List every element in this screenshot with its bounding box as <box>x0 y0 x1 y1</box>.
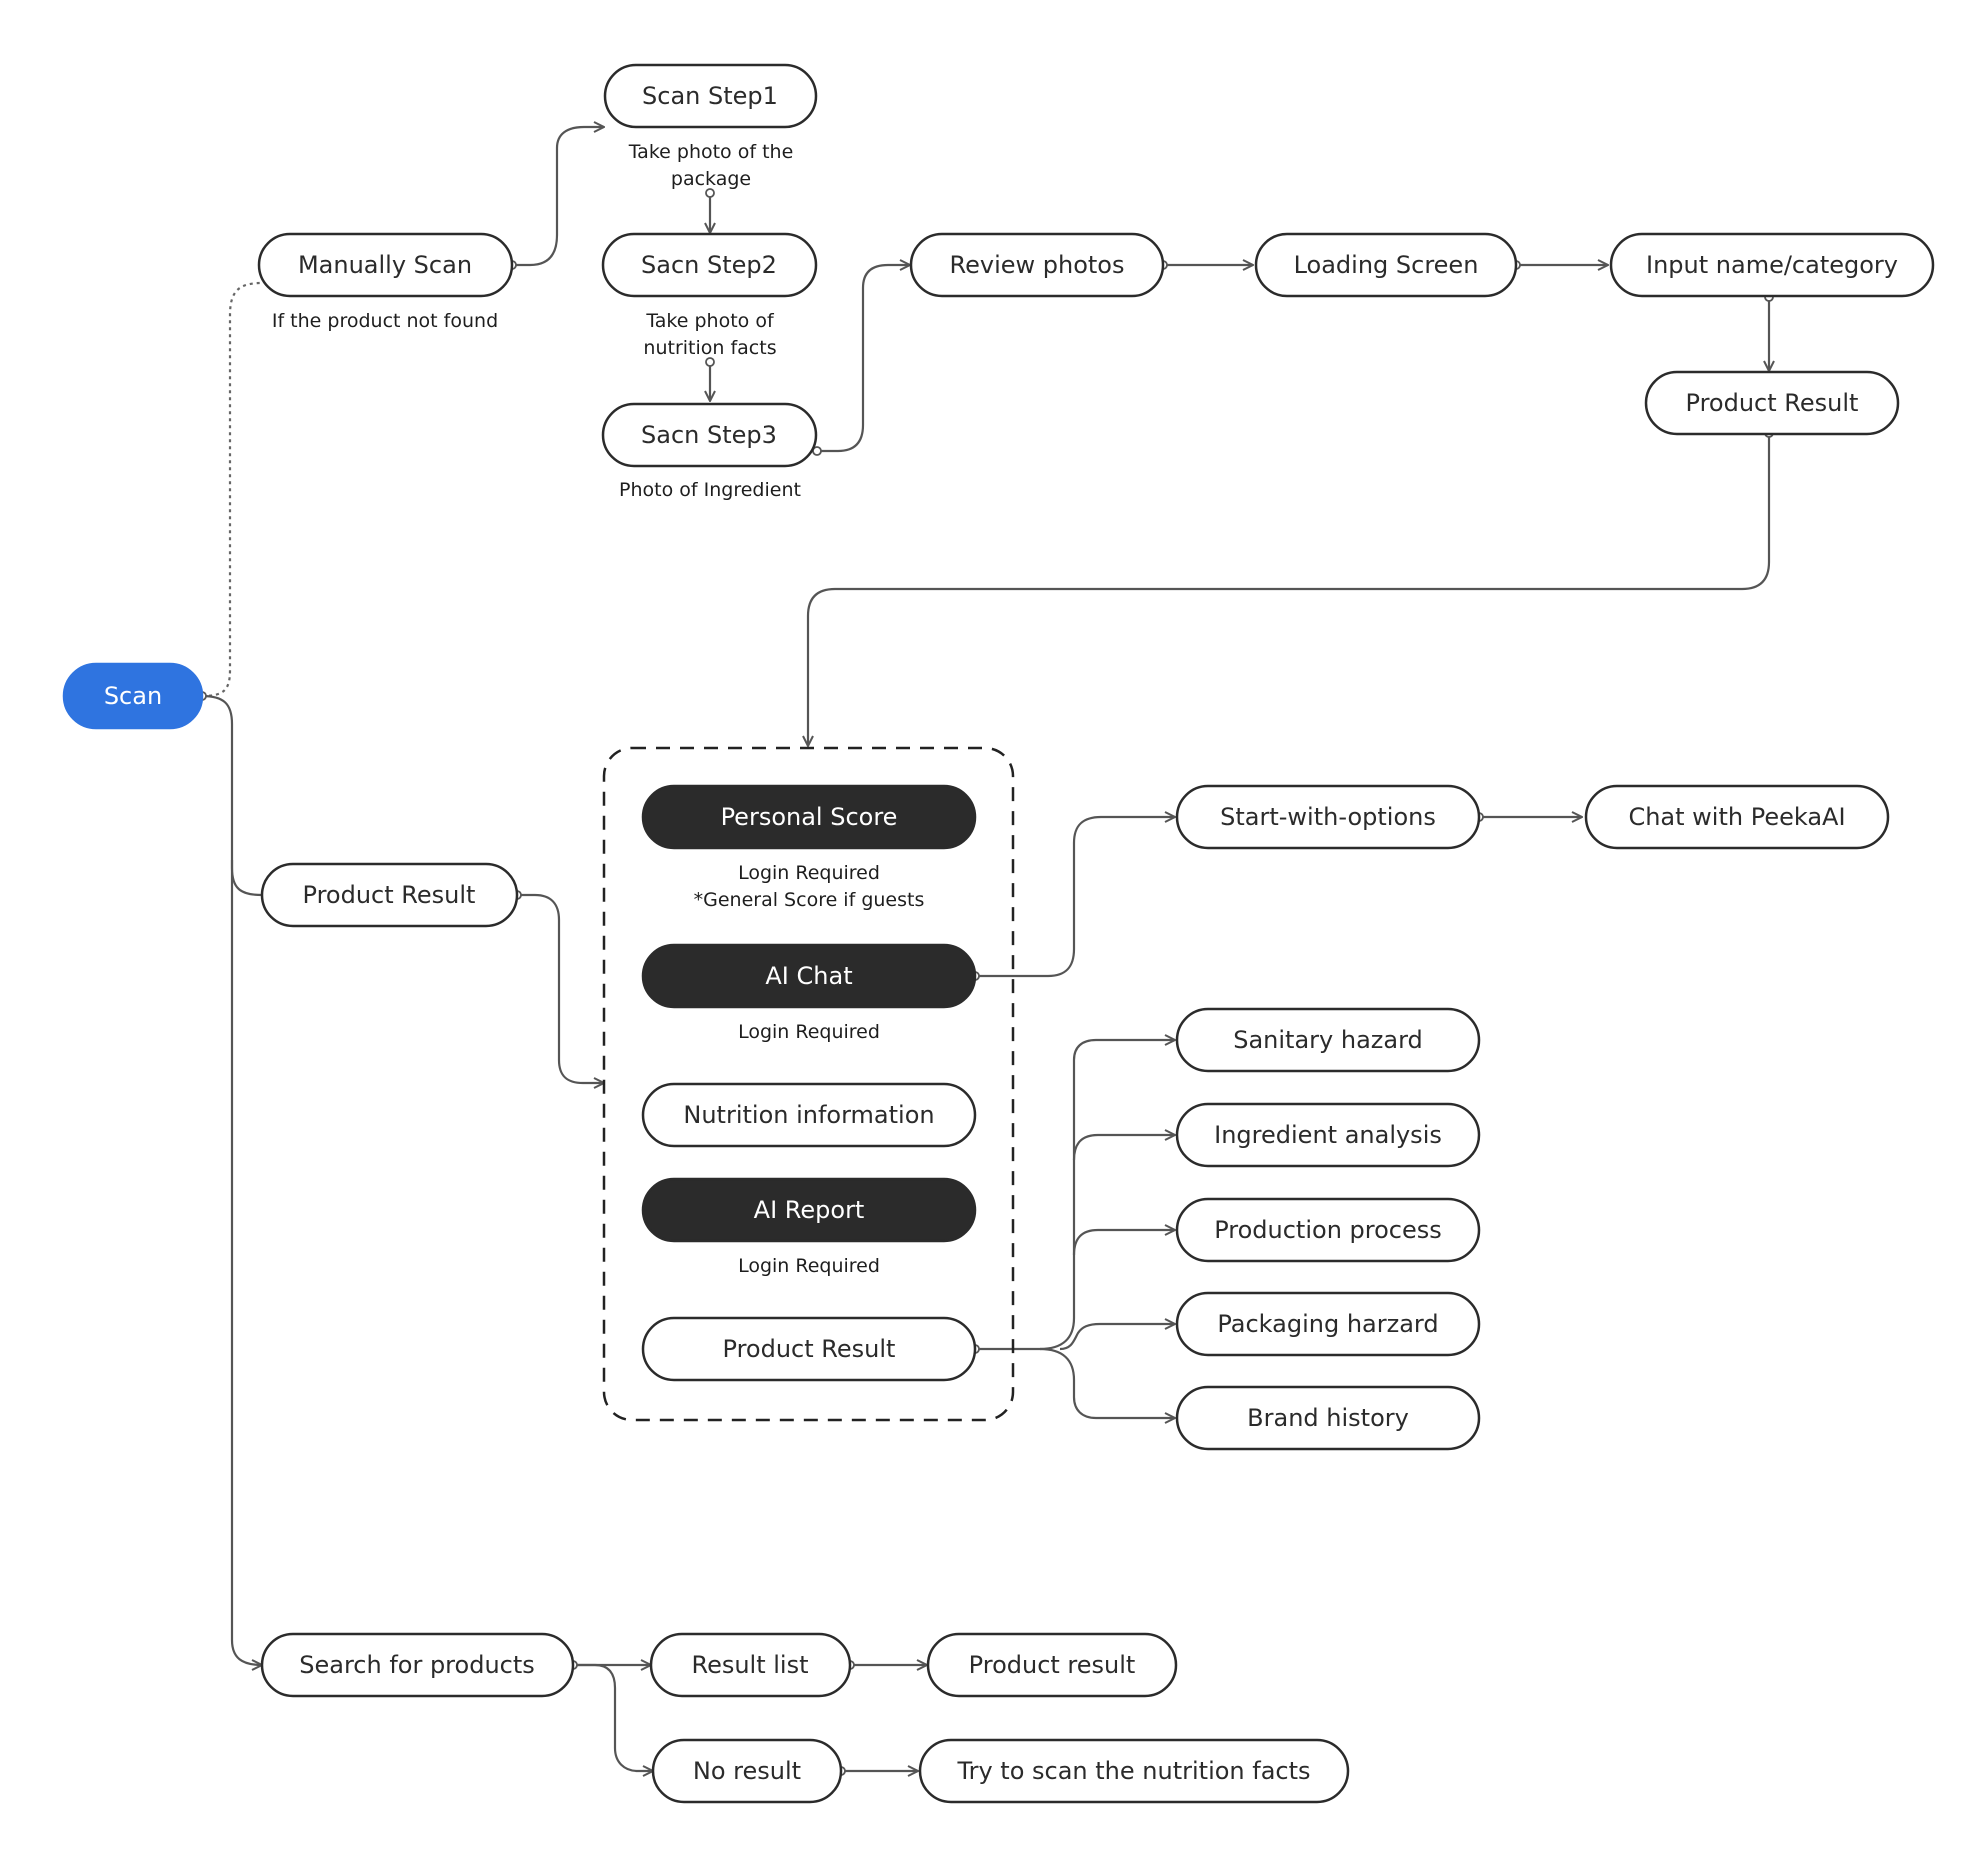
no-result-node[interactable]: No result <box>651 1738 843 1804</box>
start-with-options-node[interactable]: Start-with-options <box>1175 784 1481 850</box>
edge-inner-to-production <box>1072 1230 1175 1256</box>
nutrition-information-label: Nutrition information <box>683 1101 934 1129</box>
scan-step1-label: Scan Step1 <box>642 82 778 110</box>
product-result-search-node[interactable]: Product result <box>926 1632 1178 1698</box>
edge-scan-to-product-result <box>201 694 263 897</box>
edge-search-to-no-result <box>573 1663 653 1771</box>
sanitary-hazard-node[interactable]: Sanitary hazard <box>1175 1007 1481 1073</box>
chat-with-peekaai-node[interactable]: Chat with PeekaAI <box>1584 784 1890 850</box>
scan-step3-node[interactable]: Sacn Step3 <box>601 402 818 468</box>
input-name-category-node[interactable]: Input name/category <box>1609 232 1935 298</box>
product-result-left-node[interactable]: Product Result <box>260 862 519 928</box>
packaging-harzard-label: Packaging harzard <box>1217 1310 1438 1338</box>
personal-score-label: Personal Score <box>721 803 898 831</box>
edge-inner-to-ingredient <box>1072 1135 1175 1161</box>
edge-left-result-to-group <box>517 893 604 1083</box>
note-ai-chat-login: Login Required <box>738 1021 880 1043</box>
ai-chat-label: AI Chat <box>765 962 852 990</box>
product-result-left-label: Product Result <box>303 881 476 909</box>
edge-step3-to-review <box>817 265 910 453</box>
edge-manual-to-step1 <box>512 127 604 267</box>
brand-history-label: Brand history <box>1247 1404 1409 1432</box>
search-for-products-node[interactable]: Search for products <box>260 1632 575 1698</box>
try-scan-nutrition-node[interactable]: Try to scan the nutrition facts <box>918 1738 1350 1804</box>
product-result-search-label: Product result <box>969 1651 1136 1679</box>
scan-step2-node[interactable]: Sacn Step2 <box>601 232 818 298</box>
ai-chat-node[interactable]: AI Chat <box>641 943 977 1009</box>
manually-scan-node[interactable]: Manually Scan <box>257 232 514 298</box>
edge-ai-chat-to-start <box>975 817 1175 978</box>
scan-step2-label: Sacn Step2 <box>641 251 777 279</box>
search-for-products-label: Search for products <box>299 1651 535 1679</box>
product-result-top-label: Product Result <box>1686 389 1859 417</box>
note-personal-login: Login Required <box>738 862 880 884</box>
scan-label: Scan <box>104 682 162 710</box>
product-result-group <box>602 746 1015 1422</box>
product-result-inner-node[interactable]: Product Result <box>641 1316 977 1382</box>
start-with-options-label: Start-with-options <box>1220 803 1436 831</box>
note-not-found: If the product not found <box>272 310 498 332</box>
ingredient-analysis-label: Ingredient analysis <box>1214 1121 1442 1149</box>
try-scan-nutrition-label: Try to scan the nutrition facts <box>956 1757 1310 1785</box>
loading-screen-label: Loading Screen <box>1294 251 1479 279</box>
connector-dots <box>197 188 1774 1776</box>
input-name-category-label: Input name/category <box>1646 251 1898 279</box>
sanitary-hazard-label: Sanitary hazard <box>1233 1026 1423 1054</box>
note-step1-line1: Take photo of the <box>628 141 794 163</box>
note-step3: Photo of Ingredient <box>619 479 801 501</box>
ai-report-label: AI Report <box>754 1196 865 1224</box>
scan-step3-label: Sacn Step3 <box>641 421 777 449</box>
edge-inner-to-packaging <box>1059 1324 1175 1351</box>
note-step2-line2: nutrition facts <box>643 337 776 359</box>
chat-with-peekaai-label: Chat with PeekaAI <box>1628 803 1845 831</box>
edge-scan-to-search <box>230 860 262 1665</box>
scan-node[interactable]: Scan <box>62 662 204 730</box>
note-ai-report-login: Login Required <box>738 1255 880 1277</box>
edge-product-result-to-group <box>808 433 1771 746</box>
review-photos-node[interactable]: Review photos <box>909 232 1165 298</box>
product-result-inner-label: Product Result <box>723 1335 896 1363</box>
personal-score-node[interactable]: Personal Score <box>641 784 977 850</box>
edge-inner-to-brand <box>1039 1347 1175 1418</box>
brand-history-node[interactable]: Brand history <box>1175 1385 1481 1451</box>
edge-inner-to-sanitary <box>975 1040 1175 1351</box>
note-personal-guests: *General Score if guests <box>694 889 925 911</box>
product-result-top-node[interactable]: Product Result <box>1644 370 1900 436</box>
result-list-node[interactable]: Result list <box>649 1632 852 1698</box>
edge-scan-to-manually-scan <box>201 281 263 698</box>
scan-step1-node[interactable]: Scan Step1 <box>603 63 818 129</box>
production-process-label: Production process <box>1214 1216 1442 1244</box>
manually-scan-label: Manually Scan <box>298 251 472 279</box>
nutrition-information-node[interactable]: Nutrition information <box>641 1082 977 1148</box>
ai-report-node[interactable]: AI Report <box>641 1177 977 1243</box>
review-photos-label: Review photos <box>950 251 1125 279</box>
note-step1-line2: package <box>671 168 751 190</box>
result-list-label: Result list <box>691 1651 808 1679</box>
ingredient-analysis-node[interactable]: Ingredient analysis <box>1175 1102 1481 1168</box>
no-result-label: No result <box>693 1757 801 1785</box>
note-step2-line1: Take photo of <box>645 310 775 332</box>
packaging-harzard-node[interactable]: Packaging harzard <box>1175 1291 1481 1357</box>
production-process-node[interactable]: Production process <box>1175 1197 1481 1263</box>
loading-screen-node[interactable]: Loading Screen <box>1254 232 1518 298</box>
